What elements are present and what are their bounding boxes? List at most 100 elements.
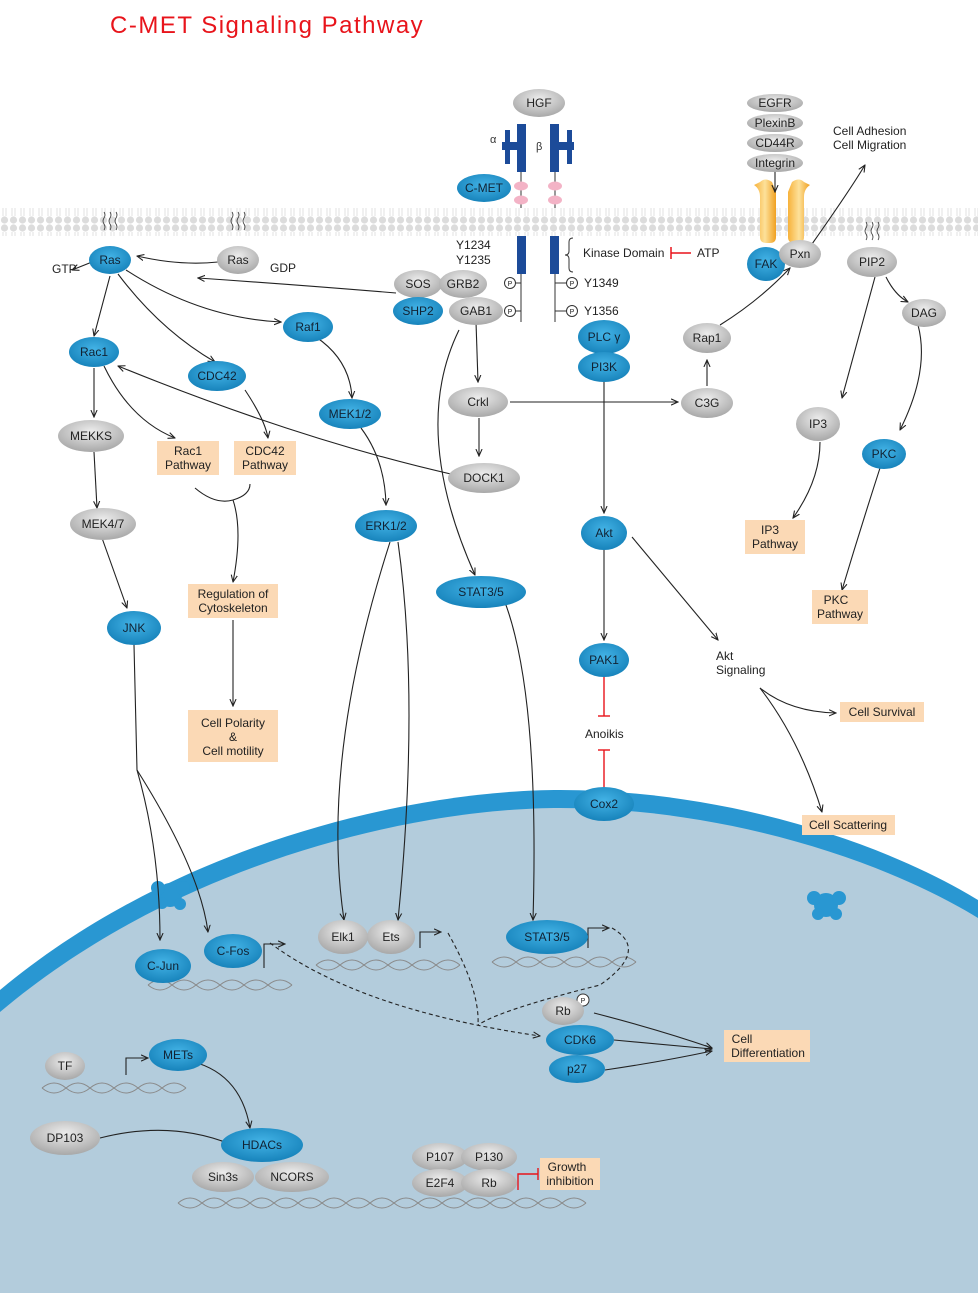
site-y1235: Y1235: [456, 253, 491, 267]
label-gtp: GTP: [52, 262, 77, 276]
atp-label: ATP: [697, 246, 719, 260]
node-p27: p27: [567, 1062, 587, 1076]
beta-label: β: [536, 141, 542, 153]
node-stat35-nuclear: STAT3/5: [524, 930, 570, 944]
label-akt-signaling-2: Signaling: [716, 663, 765, 677]
node-cd44r: CD44R: [755, 136, 795, 150]
label-cell-adhesion: Cell Adhesion: [833, 124, 906, 138]
page-title: C-MET Signaling Pathway: [110, 12, 425, 39]
node-p107: P107: [426, 1150, 454, 1164]
label-akt-signaling-1: Akt: [716, 649, 734, 663]
box-cell-polarity-1: Cell Polarity: [201, 716, 265, 730]
inhibition-lines: [517, 677, 610, 1190]
c-met-receptor: α β Y1234 Y1235 Kinase Domain ATP P P P …: [456, 124, 719, 1007]
phospho-1: P: [508, 281, 513, 288]
node-rac1: Rac1: [80, 345, 108, 359]
node-mets: METs: [163, 1048, 193, 1062]
node-mek47: MEK4/7: [82, 517, 125, 531]
node-c-met: C-MET: [465, 181, 504, 195]
nuclear-pore-left: [151, 881, 190, 910]
label-cell-migration: Cell Migration: [833, 138, 906, 152]
node-c3g: C3G: [695, 396, 720, 410]
phospho-rb: P: [581, 998, 586, 1005]
phospho-sites: [504, 277, 590, 1007]
node-elk1: Elk1: [331, 930, 355, 944]
node-dock1: DOCK1: [463, 471, 505, 485]
box-cell-differentiation-2: Differentiation: [731, 1046, 805, 1060]
node-crkl: Crkl: [467, 395, 488, 409]
node-mek12: MEK1/2: [329, 407, 372, 421]
node-jnk: JNK: [123, 621, 146, 635]
node-mekks: MEKKS: [70, 429, 112, 443]
node-hgf: HGF: [526, 96, 551, 110]
node-pxn: Pxn: [790, 247, 811, 261]
label-anoikis: Anoikis: [585, 727, 624, 741]
box-cell-polarity-2: &: [229, 730, 237, 744]
node-ncors: NCORS: [270, 1170, 313, 1184]
box-cytoskeleton-2: Cytoskeleton: [198, 601, 267, 615]
nodes: HGF C-MET EGFR PlexinB CD44R Integrin FA…: [30, 89, 946, 1197]
nucleus: [0, 790, 978, 1293]
alpha-label: α: [490, 134, 497, 146]
box-ip3-pathway-1: IP3: [761, 523, 779, 537]
dna-strands: [41, 956, 637, 1209]
node-plexinb: PlexinB: [755, 116, 796, 130]
node-ras-active: Ras: [99, 253, 120, 267]
node-rap1: Rap1: [693, 331, 722, 345]
box-cdc42-pathway-2: Pathway: [242, 458, 288, 472]
node-tf: TF: [58, 1059, 73, 1073]
node-fak: FAK: [755, 257, 778, 271]
box-growth-inhibition-2: inhibition: [546, 1174, 593, 1188]
label-gdp: GDP: [270, 261, 296, 275]
node-sos: SOS: [405, 277, 430, 291]
nuclear-pore-right: [807, 891, 846, 920]
cell-membrane: [0, 208, 978, 236]
box-cytoskeleton-1: Regulation of: [198, 587, 269, 601]
box-cell-scattering: Cell Scattering: [809, 818, 887, 832]
node-sin3s: Sin3s: [208, 1170, 238, 1184]
node-cdc42: CDC42: [197, 369, 237, 383]
node-plc-gamma: PLC γ: [588, 330, 621, 344]
box-cell-survival: Cell Survival: [849, 705, 916, 719]
phospho-2: P: [508, 309, 513, 316]
node-pak1: PAK1: [589, 653, 619, 667]
lipid-anchors: [102, 211, 880, 241]
node-e2f4: E2F4: [426, 1176, 455, 1190]
node-c-jun: C-Jun: [147, 959, 179, 973]
site-y1234: Y1234: [456, 238, 491, 252]
node-p130: P130: [475, 1150, 503, 1164]
node-integrin: Integrin: [755, 156, 795, 170]
node-cdk6: CDK6: [564, 1033, 596, 1047]
site-y1349: Y1349: [584, 276, 619, 290]
node-dag: DAG: [911, 306, 937, 320]
phospho-3: P: [570, 281, 575, 288]
integrin-receptor: [754, 179, 810, 243]
node-grb2: GRB2: [447, 277, 480, 291]
box-rac1-pathway-1: Rac1: [174, 444, 202, 458]
node-hdacs: HDACs: [242, 1138, 282, 1152]
node-pip2: PIP2: [859, 255, 885, 269]
node-ras-gdp: Ras: [227, 253, 248, 267]
node-ets: Ets: [382, 930, 399, 944]
kinase-domain-label: Kinase Domain: [583, 246, 664, 260]
box-growth-inhibition-1: Growth: [548, 1160, 587, 1174]
node-gab1: GAB1: [460, 304, 492, 318]
site-y1356: Y1356: [584, 304, 619, 318]
node-erk12: ERK1/2: [365, 519, 407, 533]
node-cox2: Cox2: [590, 797, 618, 811]
node-ip3: IP3: [809, 417, 827, 431]
outcome-boxes: Rac1 Pathway CDC42 Pathway Regulation of…: [157, 441, 924, 1190]
phospho-4: P: [570, 309, 575, 316]
node-pkc: PKC: [872, 447, 897, 461]
node-akt: Akt: [595, 526, 613, 540]
node-rb: Rb: [555, 1004, 571, 1018]
box-ip3-pathway-2: Pathway: [752, 537, 798, 551]
box-rac1-pathway-2: Pathway: [165, 458, 211, 472]
box-pkc-pathway-2: Pathway: [817, 607, 863, 621]
node-egfr: EGFR: [758, 96, 792, 110]
node-shp2: SHP2: [402, 304, 434, 318]
node-raf1: Raf1: [295, 320, 321, 334]
node-stat35: STAT3/5: [458, 585, 504, 599]
node-rb-complex: Rb: [481, 1176, 497, 1190]
